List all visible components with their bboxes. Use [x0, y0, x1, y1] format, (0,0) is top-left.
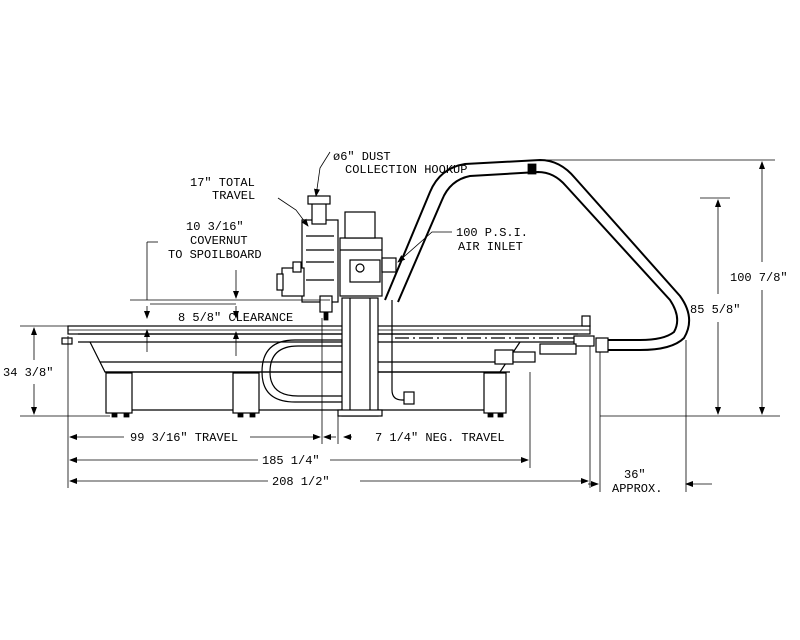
cable-chain-inner	[269, 345, 342, 397]
cable-chain-outer	[261, 339, 342, 403]
label-approx-line2: APPROX.	[612, 482, 662, 496]
label-travel17-line1: 17" TOTAL	[190, 176, 255, 190]
dimension-labels: ø6" DUST COLLECTION HOOKUP 17" TOTAL TRA…	[3, 150, 788, 496]
gantry-upright	[341, 297, 379, 417]
z-carriage	[301, 219, 339, 303]
table-leg-1	[105, 372, 133, 414]
hose-outer	[384, 158, 691, 351]
label-dust-line2: COLLECTION HOOKUP	[345, 163, 467, 177]
hose-inner	[397, 170, 679, 341]
label-approx-line1: 36"	[624, 468, 646, 482]
label-clearance: 8 5/8" CLEARANCE	[178, 311, 293, 325]
label-neg-travel: 7 1/4" NEG. TRAVEL	[375, 431, 505, 445]
hose-connector	[595, 337, 609, 353]
table-leg-3	[483, 372, 507, 414]
label-air-line2: AIR INLET	[458, 240, 523, 254]
dimension-lines	[20, 151, 780, 492]
label-travel-99: 99 3/16" TRAVEL	[130, 431, 238, 445]
label-covernut-line2: COVERNUT	[190, 234, 248, 248]
label-dim-85-5-8: 85 5/8"	[690, 303, 740, 317]
label-dim-34-3-8: 34 3/8"	[3, 366, 53, 380]
label-dim-185: 185 1/4"	[262, 454, 320, 468]
dust-collection-hose	[384, 158, 691, 405]
label-covernut-line1: 10 3/16"	[186, 220, 244, 234]
label-air-line1: 100 P.S.I.	[456, 226, 528, 240]
label-dim-100-7-8: 100 7/8"	[730, 271, 788, 285]
label-covernut-line3: TO SPOILBOARD	[168, 248, 262, 262]
label-dust-line1: ø6" DUST	[333, 150, 391, 164]
machine-table	[61, 315, 595, 418]
label-travel17-line2: TRAVEL	[212, 189, 255, 203]
table-leg-2	[232, 372, 260, 414]
label-dim-208: 208 1/2"	[272, 475, 330, 489]
gantry-column	[337, 297, 383, 417]
